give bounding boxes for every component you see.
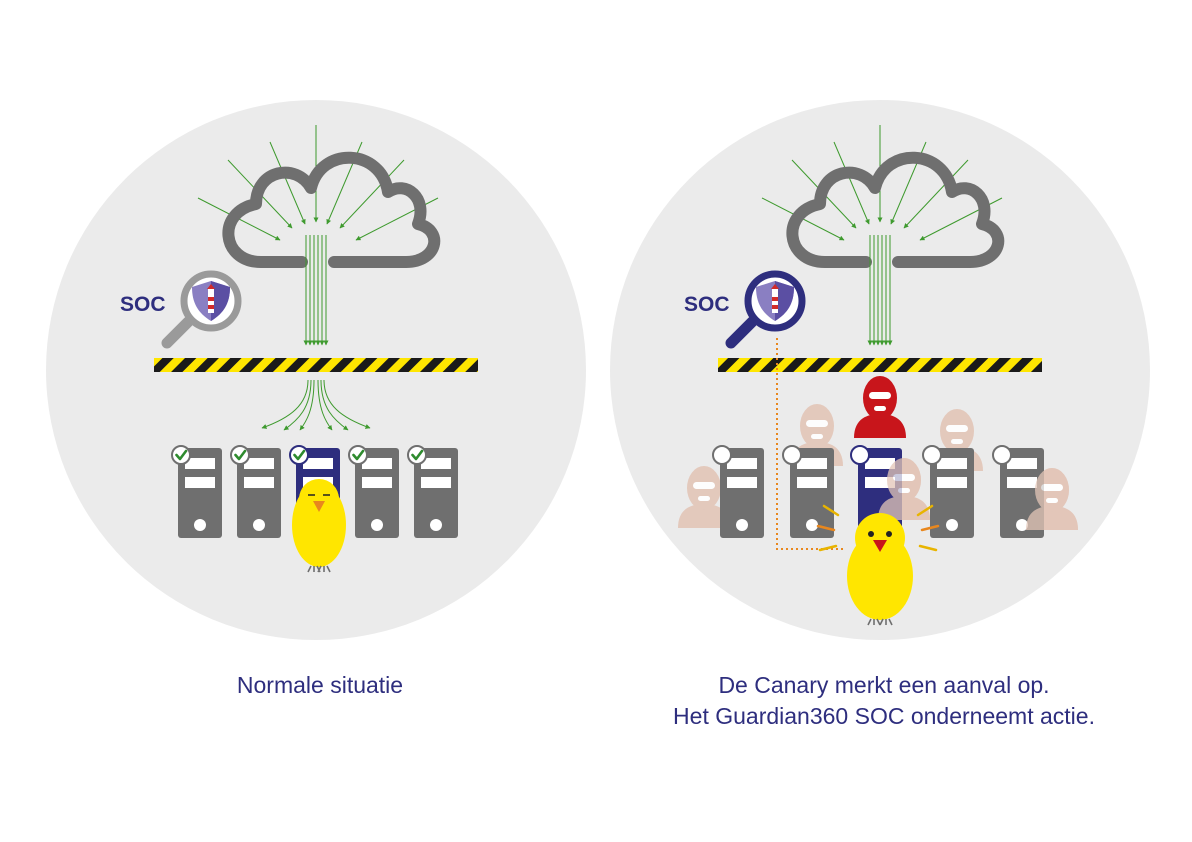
status-badge [992, 445, 1012, 465]
checkmark-icon [347, 444, 369, 466]
checkmark-icon [406, 444, 428, 466]
panel-attack: SOC [610, 100, 1150, 640]
filtered-traffic-lines [867, 235, 893, 346]
soc-magnifier: SOC [120, 270, 242, 349]
checkmark-icon [229, 444, 251, 466]
caption-line: Het Guardian360 SOC onderneemt actie. [673, 703, 1095, 729]
canary-bird-icon [292, 479, 346, 573]
status-badge [782, 445, 802, 465]
caption-normal: Normale situatie [120, 670, 520, 701]
canary-bird-icon [847, 513, 913, 626]
soc-label: SOC [684, 293, 730, 316]
fan-out-arrows [261, 379, 371, 431]
caption-line: De Canary merkt een aanval op. [718, 672, 1050, 698]
filtered-traffic-lines [303, 235, 329, 346]
status-badge [712, 445, 732, 465]
soc-magnifier: SOC [684, 270, 806, 349]
checkmark-icon [288, 444, 310, 466]
panel-normal: SOC [46, 100, 586, 640]
caption-attack: De Canary merkt een aanval op. Het Guard… [584, 670, 1184, 732]
soc-label: SOC [120, 293, 166, 316]
checkmark-icon [170, 444, 192, 466]
caption-line: Normale situatie [236, 672, 404, 698]
status-badge [850, 445, 870, 465]
alarm-rays [816, 504, 940, 552]
status-badge [922, 445, 942, 465]
firewall-hazard-bar [154, 358, 478, 372]
firewall-hazard-bar [718, 358, 1042, 372]
